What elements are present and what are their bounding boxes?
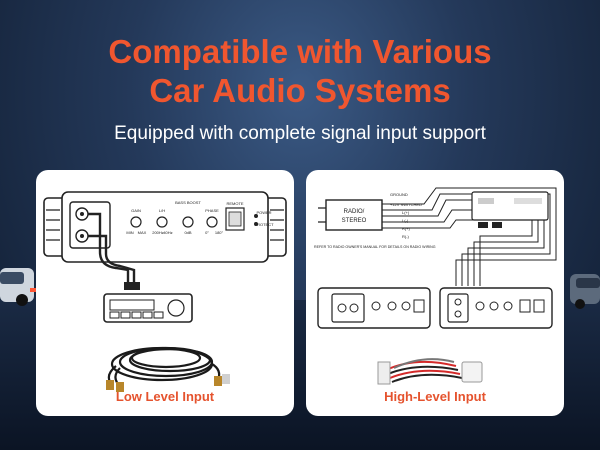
high-low-converter [471, 191, 549, 228]
low-level-input-card: GAIN L/H BASS BOOST PHASE REMOTE POWER P… [36, 170, 294, 416]
high-level-wiring-diagram: RADIO/ STEREO GROUND +12V SWITCHED L(+) … [314, 187, 557, 385]
low-level-input-label: Low Level Input [115, 389, 215, 404]
amp-label-power: POWER [256, 210, 271, 215]
amp-sublabel-max: MAX [138, 230, 147, 235]
rca-cable-product [107, 346, 221, 385]
amp-label-gain: GAIN [131, 208, 141, 213]
subtitle: Equipped with complete signal input supp… [114, 123, 486, 144]
amp-sublabel-0db: 0dB [184, 230, 191, 235]
high-level-input-card: RADIO/ STEREO GROUND +12V SWITCHED L(+) … [306, 170, 564, 416]
low-level-wiring-diagram: GAIN L/H BASS BOOST PHASE REMOTE POWER P… [43, 191, 287, 392]
rca-signal-cables [88, 212, 136, 282]
amp-label-lh: L/H [159, 208, 165, 213]
parked-car-left [0, 268, 36, 306]
car-stereo-head-unit [103, 293, 193, 323]
amp-label-remote: REMOTE [226, 201, 243, 206]
wire-label-lminus: L(-) [402, 218, 409, 223]
amplifier-left [317, 287, 431, 329]
radio-stereo-box: RADIO/ STEREO [318, 199, 383, 231]
high-level-harness-product [385, 358, 463, 383]
amp-sublabel-min: MIN [126, 230, 133, 235]
amp-sublabel-0deg: 0° [205, 230, 209, 235]
radio-label-line1: RADIO/ [344, 209, 365, 215]
high-level-input-label: High-Level Input [384, 389, 486, 404]
headline: Compatible with Various Car Audio System… [0, 32, 600, 110]
amp-sublabel-40hz: 40Hz [163, 230, 172, 235]
amp-sublabel-200hz: 200Hz [152, 230, 164, 235]
headline-line2: Car Audio Systems [149, 72, 451, 109]
amp-label-bass-boost: BASS BOOST [175, 200, 201, 205]
amp-label-phase: PHASE [205, 208, 219, 213]
wire-label-rminus: R(-) [402, 234, 410, 239]
harness-connectors [377, 361, 483, 385]
amplifier-illustration: GAIN L/H BASS BOOST PHASE REMOTE POWER P… [43, 191, 287, 263]
amp-sublabel-180deg: 180° [215, 230, 224, 235]
parked-car-right [570, 274, 600, 309]
wire-label-ground: GROUND [390, 192, 408, 197]
wire-label-lplus: L(+) [402, 210, 410, 215]
radio-wiring-note: REFER TO RADIO OWNER'S MANUAL FOR DETAIL… [314, 245, 436, 249]
rca-plugs [106, 374, 230, 392]
amp-label-protect: PROTECT [254, 222, 274, 227]
radio-label-line2: STEREO [342, 218, 367, 224]
headline-line1: Compatible with Various [108, 33, 492, 70]
amplifier-right [439, 287, 553, 329]
